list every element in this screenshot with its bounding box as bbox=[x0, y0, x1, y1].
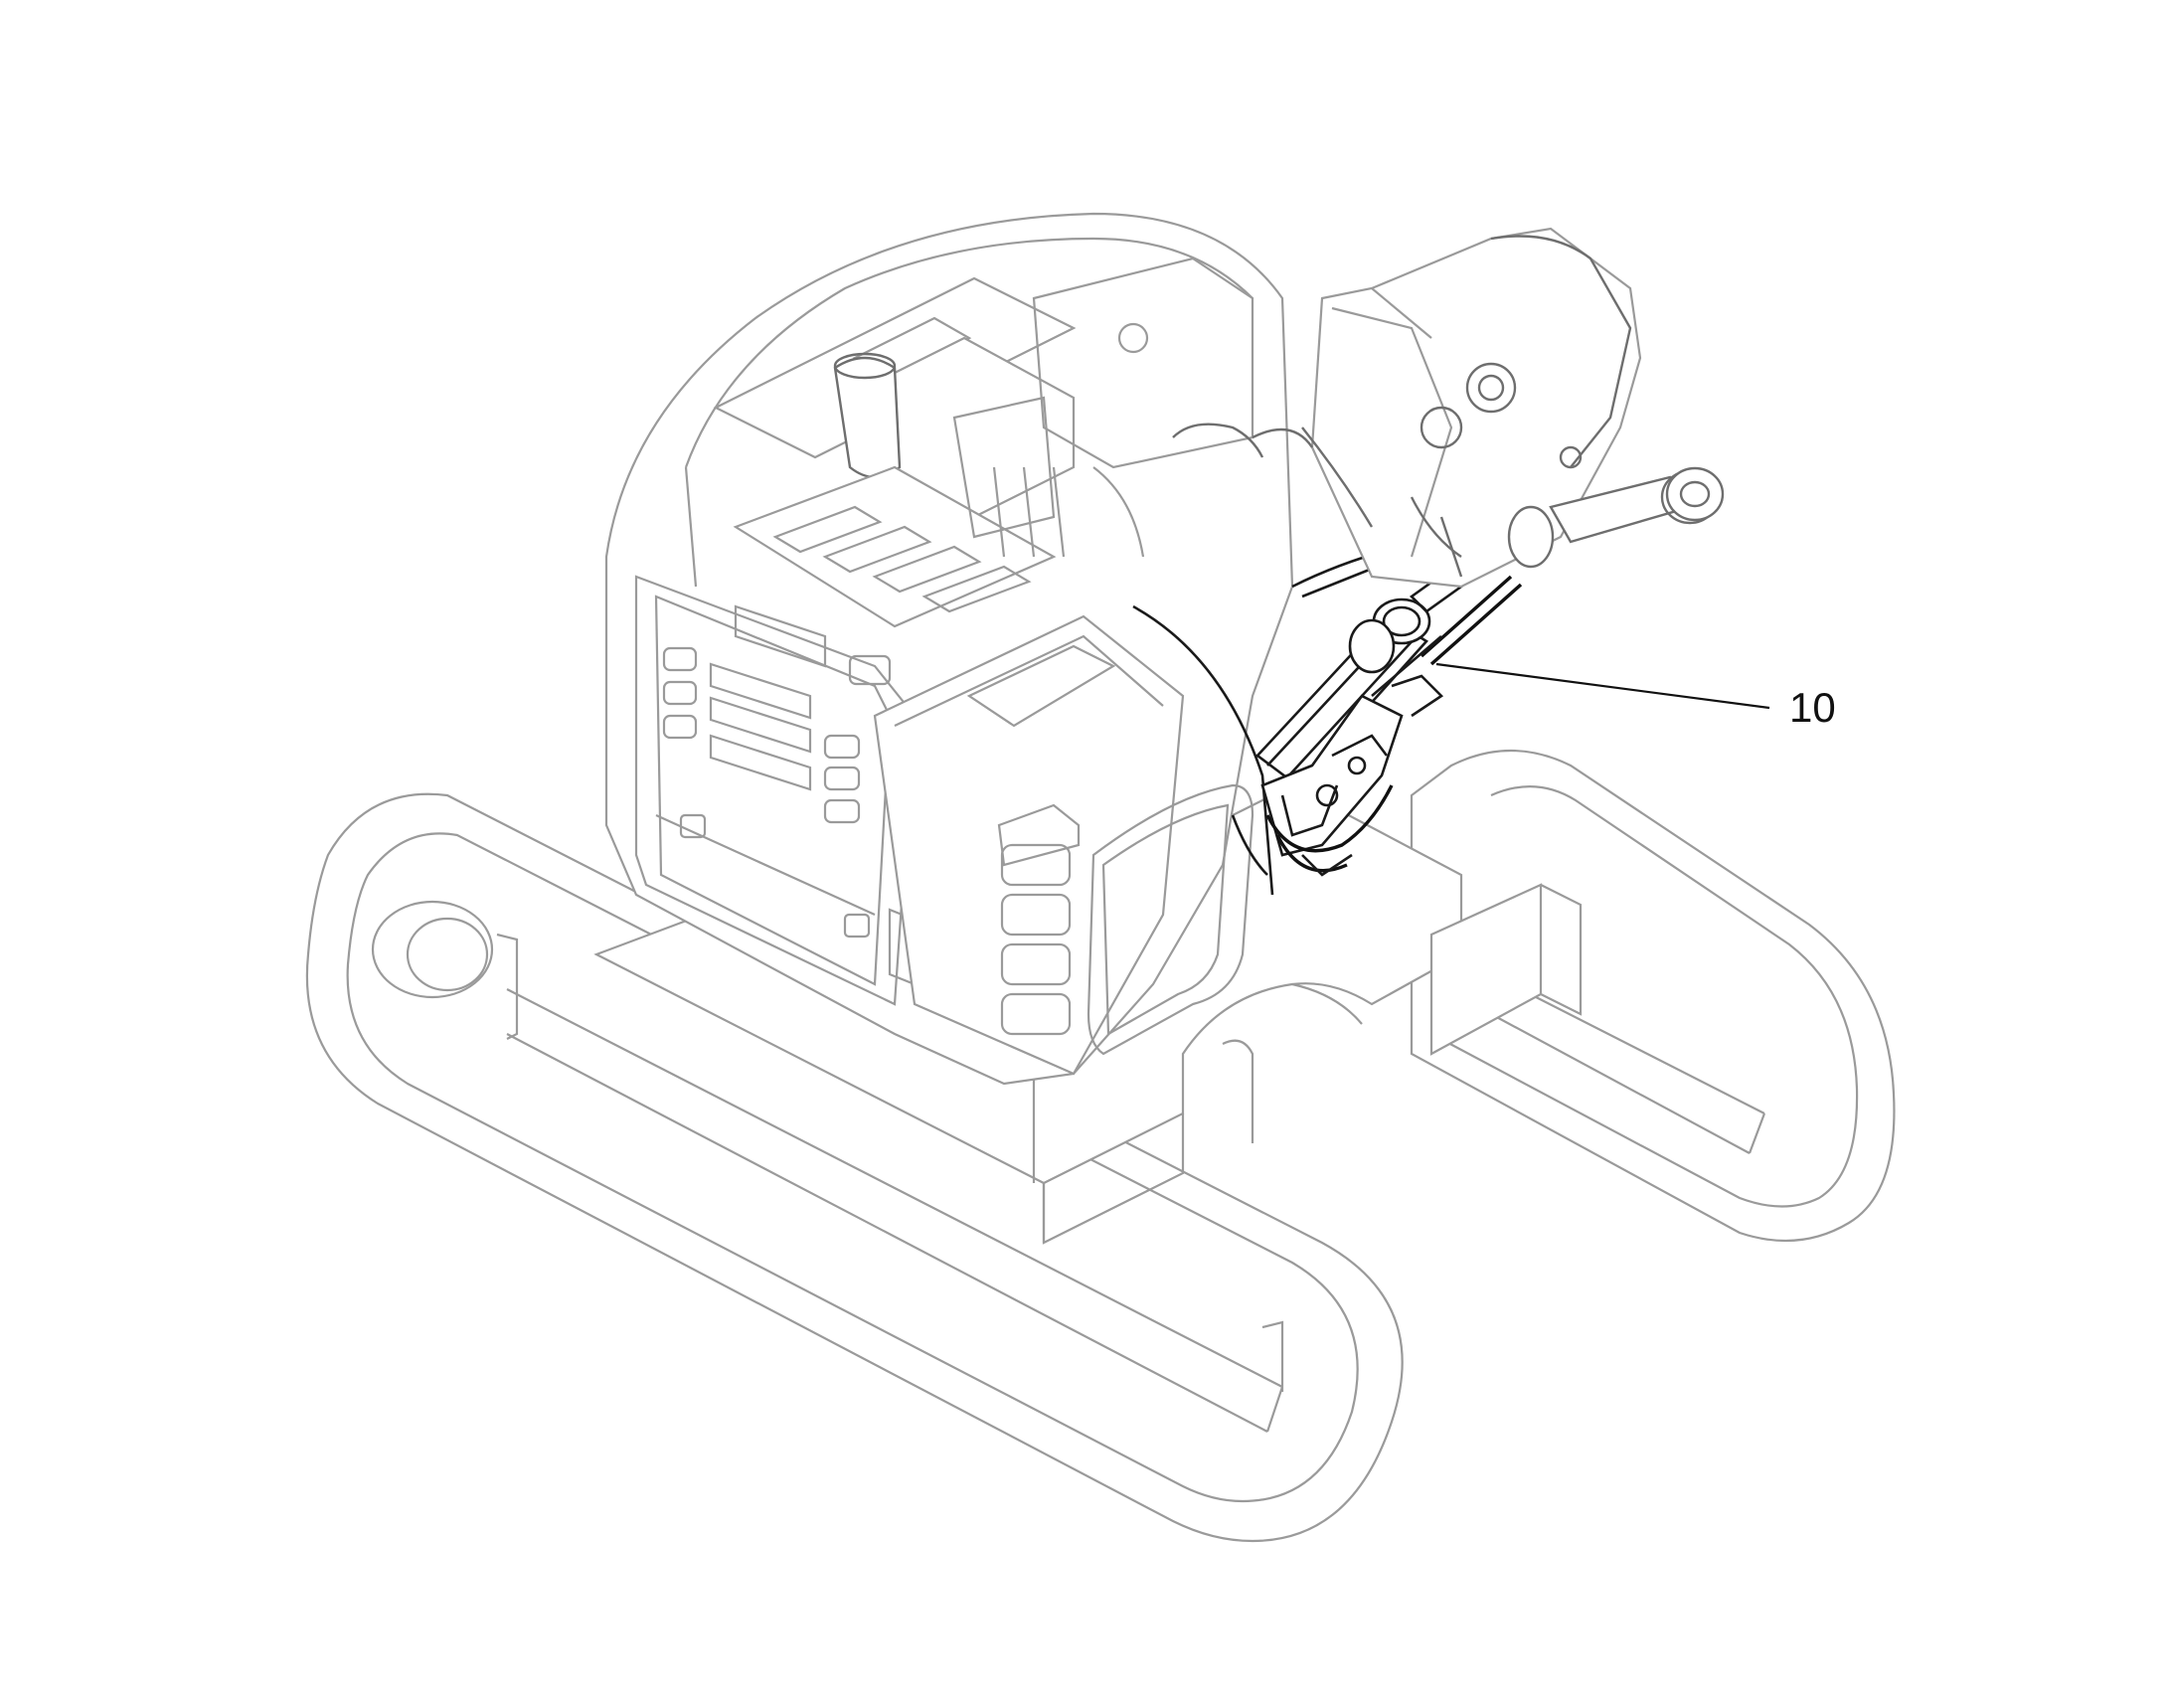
counterweight bbox=[634, 575, 1254, 1076]
boom-arm bbox=[1172, 227, 1725, 589]
callout-leader-line bbox=[1435, 662, 1770, 710]
callout-label: 10 bbox=[1789, 684, 1836, 731]
boom-cylinder bbox=[1132, 540, 1523, 896]
right-track bbox=[1410, 749, 1896, 1243]
